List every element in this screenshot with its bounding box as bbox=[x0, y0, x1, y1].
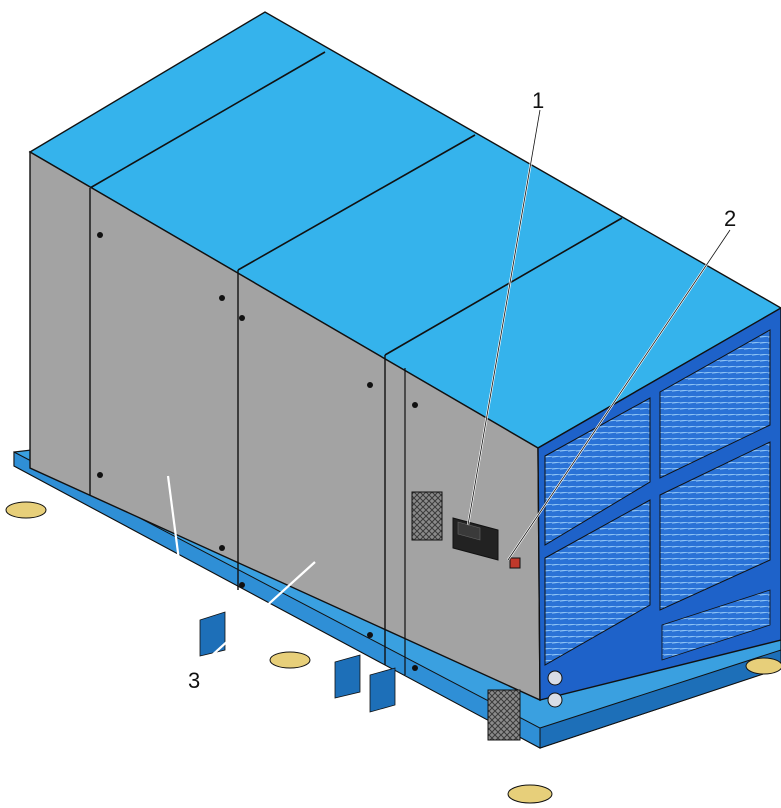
leader-line-3a bbox=[166, 475, 195, 669]
emergency-stop-button bbox=[509, 557, 521, 569]
cooler-end bbox=[537, 307, 781, 708]
cooler-louvers bbox=[659, 441, 771, 611]
cooler-louvers bbox=[659, 329, 771, 479]
leader-lines-outline bbox=[467, 109, 731, 561]
vent-grille bbox=[487, 689, 521, 741]
callout-label-3: 3 bbox=[188, 668, 200, 693]
foot bbox=[269, 651, 311, 669]
gauge bbox=[547, 670, 563, 686]
control-panel-screen bbox=[457, 521, 481, 541]
foot bbox=[745, 657, 781, 675]
callout-label-2: 2 bbox=[724, 206, 736, 231]
panel-fasteners bbox=[97, 232, 418, 671]
vent-grille bbox=[411, 491, 443, 541]
foot bbox=[507, 784, 553, 804]
foot bbox=[5, 501, 47, 519]
callout-label-1: 1 bbox=[532, 88, 544, 113]
cooler-louvers bbox=[544, 397, 651, 546]
cooler-louvers bbox=[661, 589, 771, 661]
cooler-louvers bbox=[544, 499, 651, 666]
gauge bbox=[547, 692, 563, 708]
control-panel-area bbox=[411, 491, 521, 741]
leveling-feet bbox=[5, 501, 781, 804]
leader-line-3b bbox=[197, 561, 316, 669]
